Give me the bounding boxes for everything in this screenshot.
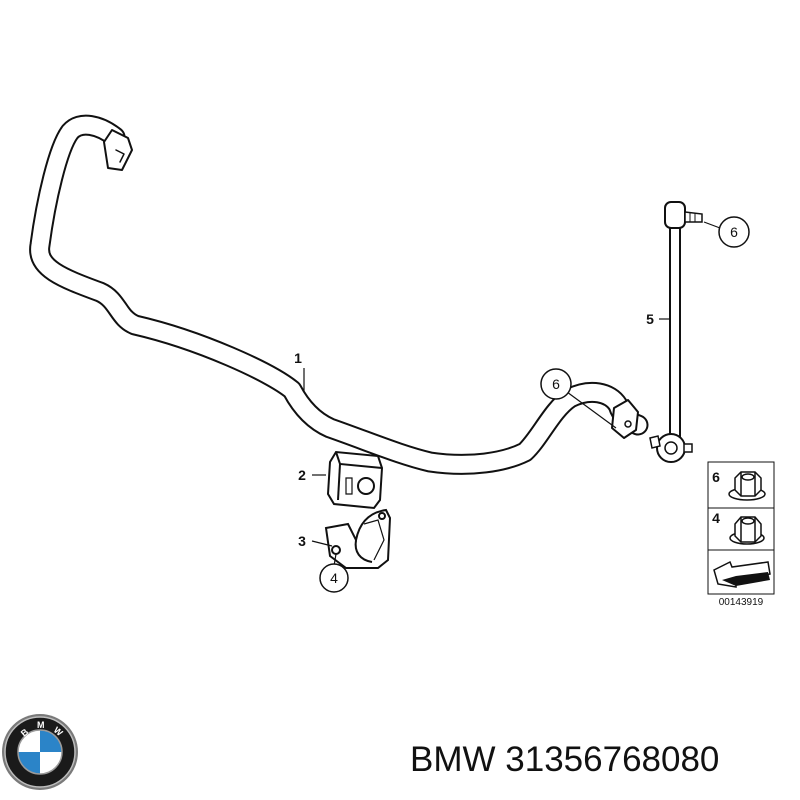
stabilizer-link bbox=[649, 201, 703, 463]
diagram-reference-number: 00143919 bbox=[719, 597, 764, 608]
stabilizer-bar bbox=[29, 114, 649, 475]
svg-text:B: B bbox=[19, 726, 31, 738]
rubber-bushing bbox=[326, 450, 384, 510]
legend-nut-4-label: 4 bbox=[712, 510, 720, 526]
callout-part-5: 5 bbox=[646, 311, 654, 327]
callout-part-6-mid-label: 6 bbox=[552, 376, 560, 392]
caption-brand: BMW bbox=[410, 740, 496, 779]
direction-arrow-icon bbox=[713, 560, 771, 588]
callout-part-6-mid: 6 bbox=[540, 368, 572, 400]
callout-part-4-label: 4 bbox=[330, 570, 338, 586]
bmw-logo: B M W bbox=[2, 714, 78, 790]
part-caption: BMW 31356768080 bbox=[410, 738, 790, 782]
caption-part-number: 31356768080 bbox=[505, 740, 720, 779]
callout-part-3: 3 bbox=[298, 533, 306, 549]
flange-nut-icon bbox=[728, 471, 766, 501]
callout-part-4: 4 bbox=[319, 563, 349, 593]
lock-nut-icon bbox=[729, 516, 765, 545]
leader-lines bbox=[303, 221, 721, 567]
legend-panel: 6 4 00143919 bbox=[707, 461, 775, 608]
callout-part-1: 1 bbox=[294, 350, 302, 366]
callout-part-6-top: 6 bbox=[718, 216, 750, 248]
legend-nut-6-label: 6 bbox=[712, 469, 720, 485]
svg-text:M: M bbox=[37, 720, 45, 730]
callout-part-2: 2 bbox=[298, 467, 306, 483]
callout-part-6-top-label: 6 bbox=[730, 224, 738, 240]
